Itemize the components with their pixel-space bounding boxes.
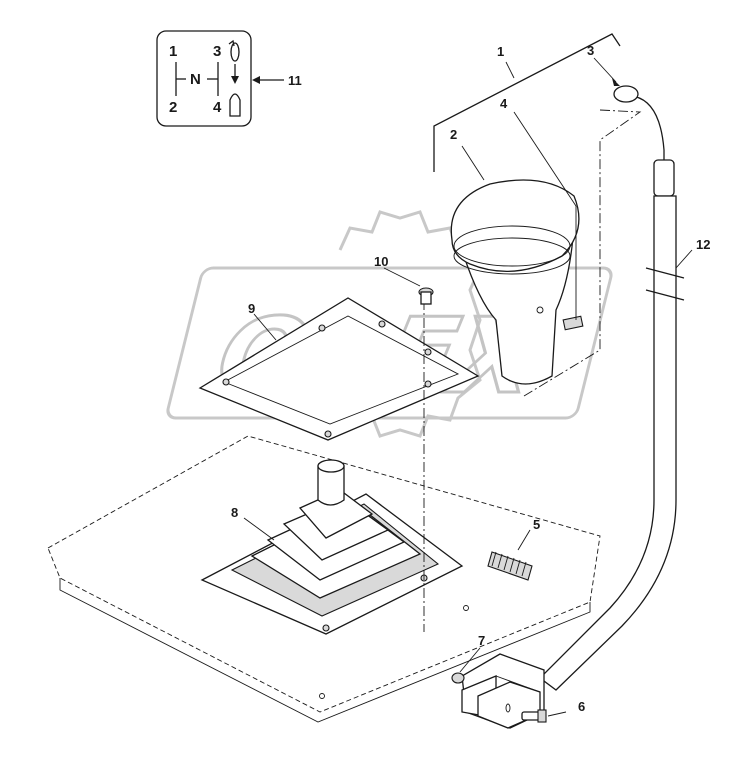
legend-knob-icon	[229, 93, 241, 117]
callout-leaders	[243, 57, 693, 717]
legend-gear-3: 3	[213, 43, 221, 60]
set-screw-4	[562, 315, 584, 331]
boot-frame	[198, 297, 480, 441]
legend-neutral: N	[190, 71, 201, 88]
callout-6: 6	[578, 699, 585, 714]
cable-tube	[539, 195, 677, 691]
shift-knob	[450, 179, 580, 385]
callout-11: 11	[288, 73, 302, 88]
spring-5	[487, 551, 533, 581]
callout-2: 2	[450, 127, 457, 142]
legend-arrow-down-icon	[231, 64, 239, 84]
callout-1: 1	[497, 44, 504, 59]
assembly-bracket-1	[433, 33, 621, 146]
cable-break	[645, 267, 685, 301]
shift-boot	[200, 459, 464, 635]
bolt-6	[521, 709, 547, 723]
cable-sleeve-top	[653, 159, 675, 197]
knob-ring-2	[453, 237, 571, 275]
boot-frame-outer	[198, 297, 480, 441]
callout-9: 9	[248, 301, 255, 316]
boot-neck-top	[317, 459, 345, 473]
callout-4: 4	[500, 96, 508, 111]
nut-7	[451, 672, 465, 684]
assembly-dashdot-1	[523, 109, 642, 397]
legend-box	[156, 30, 252, 127]
legend-gear-1: 1	[169, 43, 177, 60]
callout-12: 12	[696, 237, 710, 252]
floor-panel-edge	[59, 578, 591, 723]
watermark-gear-outline	[338, 210, 482, 438]
callout-8: 8	[231, 505, 238, 520]
knob-ring	[453, 225, 571, 267]
legend-rotate-icon	[228, 39, 240, 62]
boot-neck	[317, 465, 345, 506]
cable-wire	[631, 95, 665, 166]
floor-panel	[47, 435, 601, 723]
floor-hole-1	[319, 693, 325, 699]
callout-7: 7	[478, 633, 485, 648]
callouts: 1 2 3 4 5 6 7 8 9 10 12	[231, 43, 710, 714]
callout-5: 5	[533, 517, 540, 532]
shift-cable	[539, 85, 685, 691]
floor-hole-2	[463, 605, 469, 611]
screw-10	[418, 287, 434, 305]
legend-gear-4: 4	[213, 99, 222, 116]
gear-pattern-legend: 1 2 3 4 N 11	[156, 30, 302, 127]
callout-10: 10	[374, 254, 388, 269]
legend-gear-2: 2	[169, 99, 177, 116]
cable-end-3	[613, 85, 639, 103]
callout-3: 3	[587, 43, 594, 58]
boot-frame-inner	[222, 315, 460, 425]
